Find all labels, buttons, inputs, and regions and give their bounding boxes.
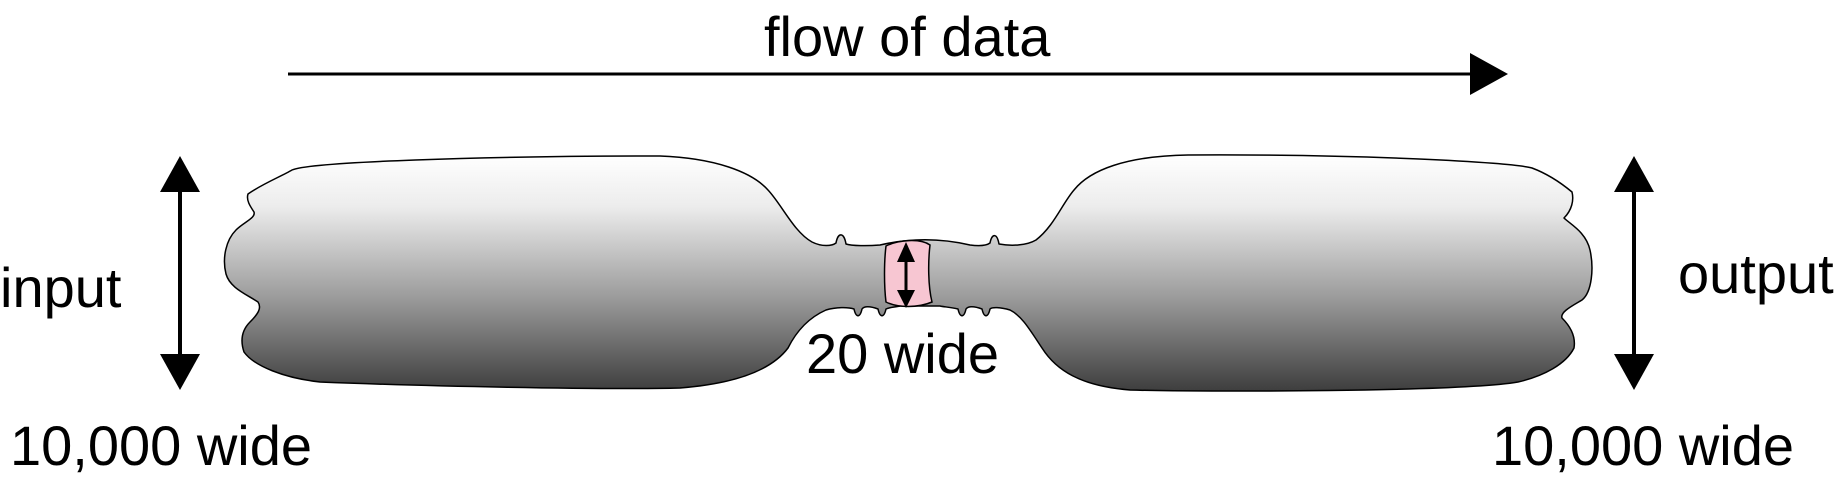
input-width-arrow — [160, 156, 200, 390]
bottleneck-width-arrow — [897, 242, 915, 308]
bottleneck-region — [883, 239, 933, 308]
input-label: input — [0, 256, 122, 319]
input-width-label: 10,000 wide — [10, 414, 313, 477]
output-width-label: 10,000 wide — [1492, 414, 1795, 477]
bottleneck-width-label: 20 wide — [806, 322, 1000, 385]
flow-label: flow of data — [764, 5, 1051, 68]
output-width-arrow — [1614, 156, 1654, 390]
output-label: output — [1678, 242, 1834, 305]
flow-arrow — [288, 53, 1508, 95]
